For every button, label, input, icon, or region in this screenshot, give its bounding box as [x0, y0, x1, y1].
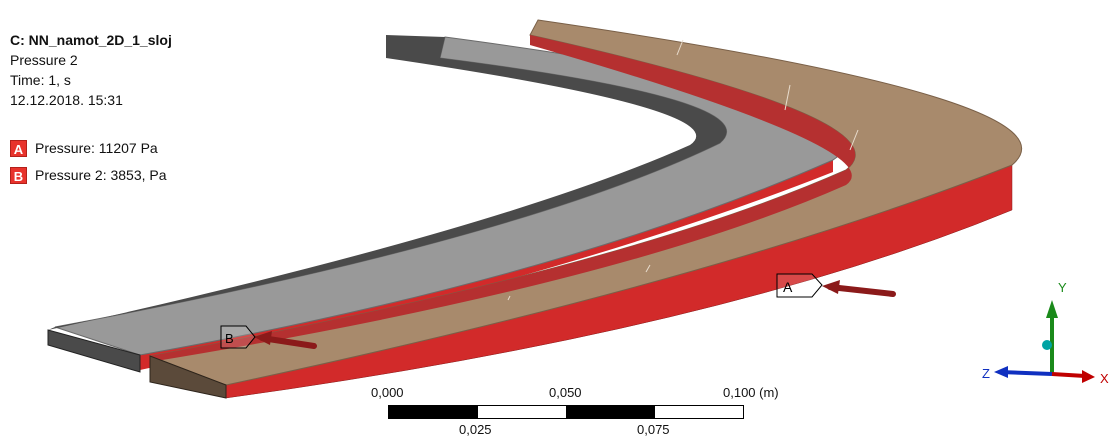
- scale-label-0: 0,000: [371, 385, 404, 400]
- legend-badge-b: B: [10, 166, 27, 184]
- axis-y-label: Y: [1058, 280, 1067, 295]
- scale-label-100: 0,100 (m): [723, 385, 779, 400]
- scale-label-075: 0,075: [637, 422, 670, 437]
- axis-z-label: Z: [982, 366, 990, 381]
- legend-item-b[interactable]: B Pressure 2: 3853, Pa: [10, 164, 167, 186]
- marker-b-label: B: [225, 331, 234, 346]
- marker-b[interactable]: B: [220, 325, 256, 349]
- pressure-arrow-a[interactable]: [822, 280, 896, 297]
- coordinate-triad[interactable]: Y Z X: [982, 280, 1109, 386]
- scale-label-050: 0,050: [549, 385, 582, 400]
- time-value: Time: 1, s: [10, 72, 71, 88]
- legend-badge-a: A: [10, 139, 27, 157]
- marker-a-label: A: [783, 279, 793, 295]
- pressure-arrow-b[interactable]: [254, 331, 317, 349]
- result-name: Pressure 2: [10, 52, 78, 68]
- timestamp: 12.12.2018. 15:31: [10, 92, 123, 108]
- tan-segment-lines: [507, 39, 859, 301]
- legend-label-a: Pressure: 11207 Pa: [35, 140, 158, 156]
- load-legend: A Pressure: 11207 Pa B Pressure 2: 3853,…: [10, 137, 167, 191]
- legend-item-a[interactable]: A Pressure: 11207 Pa: [10, 137, 167, 159]
- legend-label-b: Pressure 2: 3853, Pa: [35, 167, 167, 183]
- gray-coil-end: [47, 329, 141, 373]
- scale-bar: [388, 405, 744, 419]
- result-info: C: NN_namot_2D_1_sloj Pressure 2 Time: 1…: [10, 30, 172, 110]
- model-title: C: NN_namot_2D_1_sloj: [10, 32, 172, 48]
- tan-coil-end: [149, 355, 227, 399]
- axis-x-label: X: [1100, 371, 1109, 386]
- scale-label-025: 0,025: [459, 422, 492, 437]
- marker-a[interactable]: A: [776, 273, 823, 298]
